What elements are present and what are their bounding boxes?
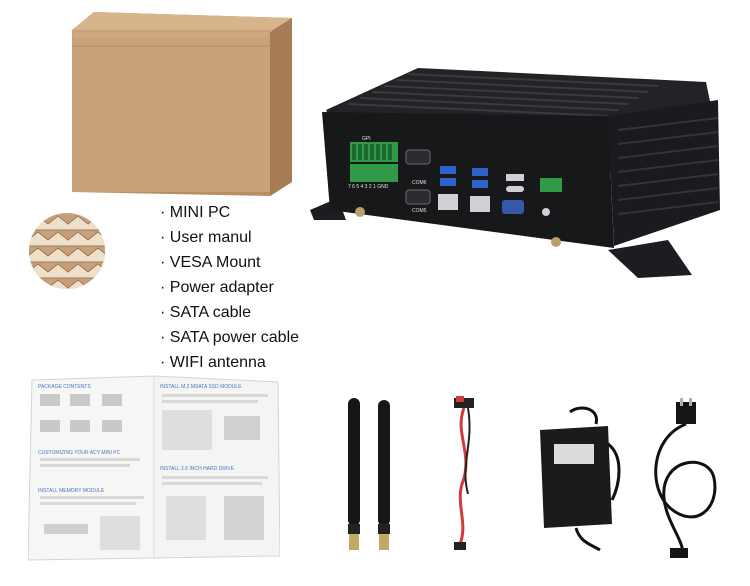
package-contents-list: · MINI PC · User manul · VESA Mount · Po… [160,200,299,375]
list-item: · User manul [160,229,252,246]
mini-pc-image: GPI 7 6 5 4 3 2 1 GND COM6 COM5 [310,68,720,278]
wifi-antenna-image [348,398,390,550]
sata-cable-image [454,396,474,550]
list-item: · SATA cable [160,304,251,321]
manual-heading-customizing: CUSTOMIZING YOUR ACY MINI PC [38,450,121,456]
list-item: · MINI PC [160,204,231,221]
com6-label: COM6 [412,180,427,186]
manual-heading-drive: INSTALL 2.5 INCH HARD DRIVE [160,466,235,472]
list-item: · WIFI antenna [160,354,266,371]
power-adapter-image [540,406,621,552]
gpi-label: GPI [362,136,371,142]
com5-label: COM5 [412,208,427,214]
manual-heading-package: PACKAGE CONTENTS [38,384,91,390]
list-item: · VESA Mount [160,254,261,271]
cardboard-box-image [72,12,292,196]
gpo-pins-label: 7 6 5 4 3 2 1 GND [348,184,389,190]
manual-heading-msata: INSTALL M.2 MSATA SSD MODULE [160,384,242,390]
power-cord-image [654,398,717,558]
cardboard-corrugation-sample [29,213,105,289]
manual-heading-memory: INSTALL MEMORY MODULE [38,488,105,494]
list-item: · SATA power cable [160,329,300,346]
user-manual-image: PACKAGE CONTENTS CUSTOMIZING YOUR ACY MI… [28,375,280,561]
list-item: · Power adapter [160,279,274,296]
